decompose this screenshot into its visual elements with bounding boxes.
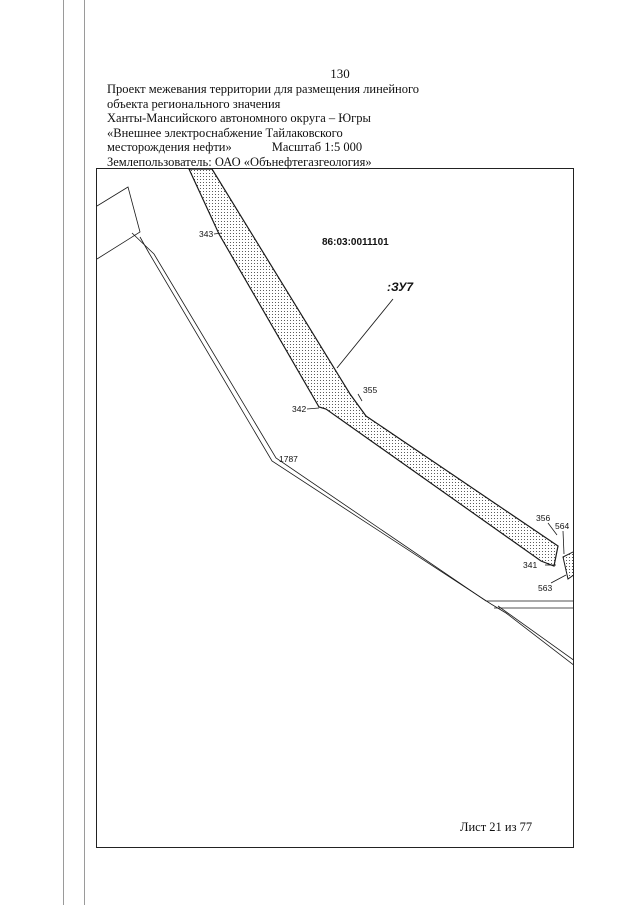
plot-zu7-corridor	[188, 169, 559, 567]
point-label-342: 342	[292, 404, 306, 414]
header-line-with-scale: месторождения нефти» Масштаб 1:5 000	[107, 140, 527, 155]
leader-zu7	[336, 298, 394, 369]
plot-end-segment	[562, 551, 573, 580]
point-label-564: 564	[555, 521, 569, 531]
parcel-boundary-lower-inner	[497, 605, 573, 661]
leader-356	[547, 522, 558, 536]
header-line: Проект межевания территории для размещен…	[107, 82, 420, 96]
point-label-356: 356	[536, 513, 550, 523]
leader-564	[562, 530, 565, 555]
sheet-number: Лист 21 из 77	[460, 820, 533, 834]
page-number: 130	[330, 66, 350, 81]
parcel-boundary-left	[97, 186, 141, 260]
document-header: Проект межевания территории для размещен…	[107, 82, 527, 170]
binding-margin-line	[84, 0, 85, 905]
binding-margin-line	[63, 0, 64, 905]
header-line: месторождения нефти»	[107, 140, 232, 155]
leader-355	[357, 393, 363, 402]
header-line: «Внешнее электроснабжение Тайлаковского	[107, 125, 343, 140]
point-label-343: 343	[199, 229, 213, 239]
leader-342	[306, 407, 320, 410]
point-label-341: 341	[523, 560, 537, 570]
road-boundary-outer	[131, 232, 573, 602]
point-label-1787: 1787	[279, 454, 298, 464]
point-label-563: 563	[538, 583, 552, 593]
map-frame: 86:03:0011101 :ЗУ7 343 342 355 356 564 3…	[96, 168, 574, 848]
scale-label: Масштаб 1:5 000	[271, 140, 363, 155]
parcel-boundary-lower	[490, 603, 573, 665]
leader-563	[550, 574, 567, 584]
cadastral-number: 86:03:0011101	[322, 237, 389, 248]
leader-343	[213, 232, 223, 235]
cadastral-map: 86:03:0011101 :ЗУ7 343 342 355 356 564 3…	[97, 169, 573, 665]
header-line: объекта регионального значения	[107, 96, 281, 111]
road-boundary-inner	[139, 236, 492, 605]
header-line: Ханты-Мансийского автономного округа – Ю…	[107, 111, 371, 126]
landowner-label: Землепользователь: ОАО «Обънефтегазгеоло…	[107, 154, 372, 169]
plot-label: :ЗУ7	[387, 280, 414, 294]
point-label-355: 355	[363, 385, 377, 395]
